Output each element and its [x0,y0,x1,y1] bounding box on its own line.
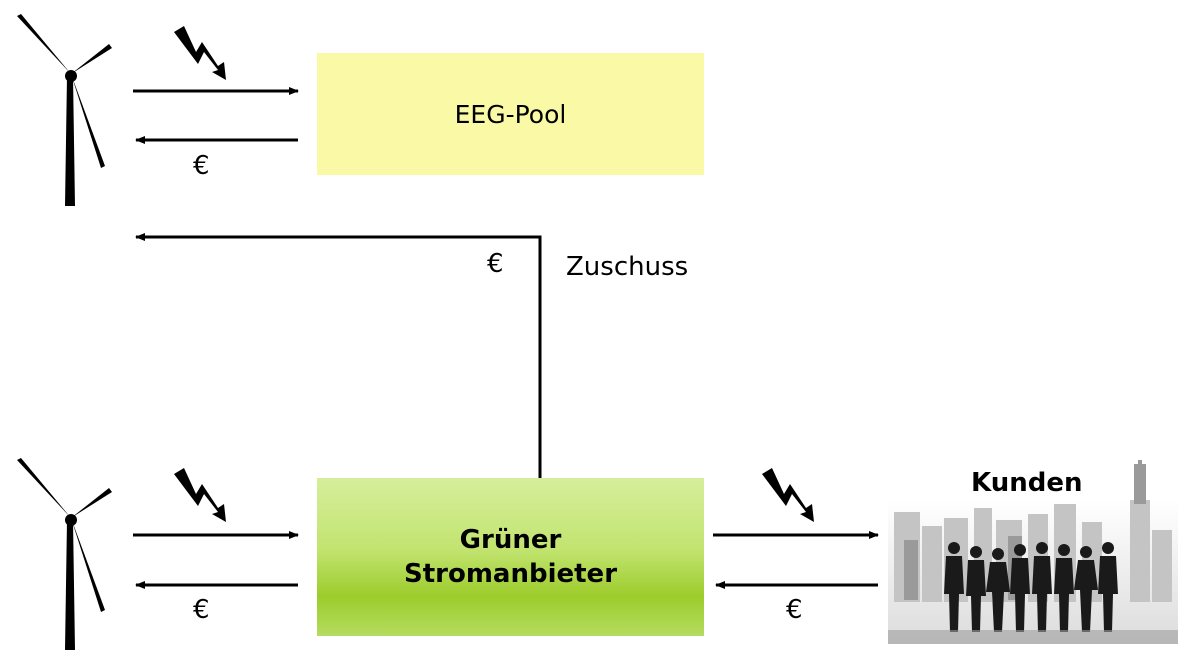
subsidy-arrow [135,233,542,478]
lightning-bolt-icon-bottom-left [174,468,226,522]
top-euro-label: € [193,151,210,181]
wind-turbine-icon-top [17,14,112,206]
subsidy-label: Zuschuss [566,252,689,282]
lightning-bolt-icon-bottom-right [762,468,814,522]
lightning-bolt-icon-top [174,26,226,80]
bottom-right-euro-label: € [786,595,803,625]
green-provider-label-line1: Grüner [459,525,562,555]
customers-label: Kunden [971,468,1083,498]
green-provider-label-line2: Stromanbieter [403,559,618,589]
bottom-left-euro-label: € [193,595,210,625]
eeg-pool-box: EEG-Pool [317,53,704,175]
eeg-pool-label: EEG-Pool [454,99,567,129]
wind-turbine-icon-bottom [17,458,112,650]
city-people-silhouette-icon [888,460,1178,644]
green-provider-box: Grüner Stromanbieter [317,478,704,636]
subsidy-euro-label: € [487,249,504,279]
